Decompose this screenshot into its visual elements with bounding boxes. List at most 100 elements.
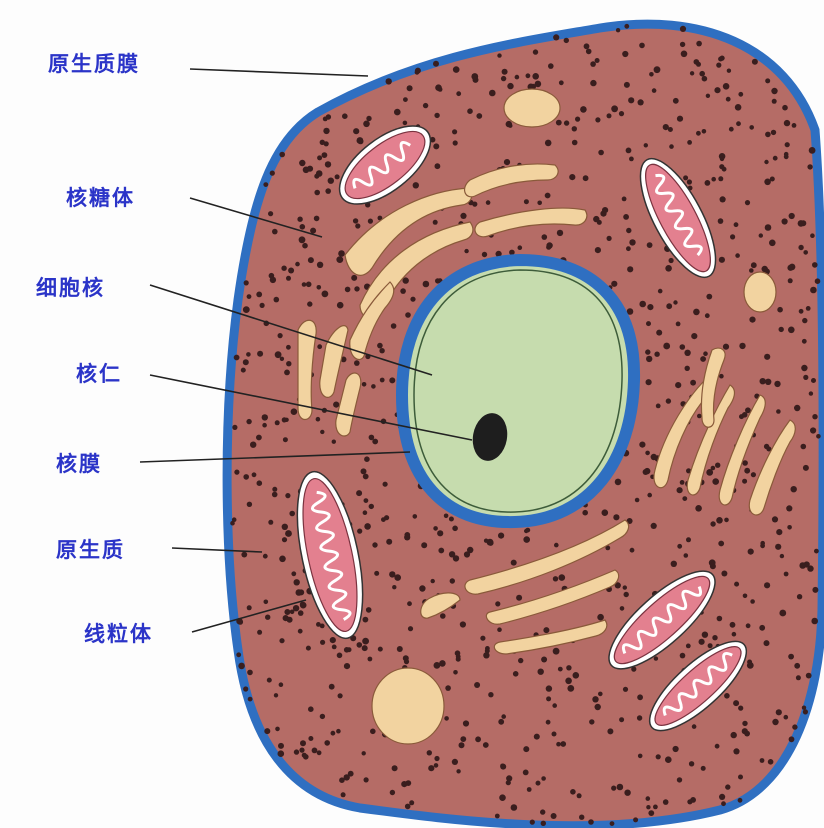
ribosome-dot xyxy=(353,218,358,223)
ribosome-dot xyxy=(616,28,620,32)
ribosome-dot xyxy=(303,167,310,174)
ribosome-dot xyxy=(721,801,726,806)
ribosome-dot xyxy=(392,585,396,589)
ribosome-dot xyxy=(567,685,574,692)
ribosome-dot xyxy=(746,623,751,628)
ribosome-dot xyxy=(786,505,792,511)
ribosome-dot xyxy=(735,253,740,258)
ribosome-dot xyxy=(598,150,604,156)
ribosome-dot xyxy=(257,630,262,635)
ribosome-dot xyxy=(610,821,615,826)
ribosome-dot xyxy=(475,736,481,742)
ribosome-dot xyxy=(624,790,630,796)
ribosome-dot xyxy=(455,650,461,656)
ribosome-dot xyxy=(686,537,691,542)
ribosome-dot xyxy=(626,228,631,233)
ribosome-dot xyxy=(648,810,654,816)
ribosome-dot xyxy=(238,619,244,625)
ribosome-dot xyxy=(624,592,629,597)
label-nuclear-envelope: 核膜 xyxy=(56,448,102,478)
ribosome-dot xyxy=(700,356,706,362)
ribosome-dot xyxy=(658,289,663,294)
ribosome-dot xyxy=(232,517,237,522)
ribosome-dot xyxy=(299,160,305,166)
ribosome-dot xyxy=(260,303,265,308)
ribosome-dot xyxy=(452,759,458,765)
ribosome-dot xyxy=(774,381,780,387)
ribosome-dot xyxy=(711,466,716,471)
ribosome-dot xyxy=(683,175,688,180)
ribosome-dot xyxy=(523,746,529,752)
ribosome-dot xyxy=(241,552,247,558)
ribosome-dot xyxy=(338,250,345,257)
ribosome-dot xyxy=(410,297,415,302)
ribosome-dot xyxy=(602,509,609,516)
ribosome-dot xyxy=(812,587,818,593)
ribosome-dot xyxy=(629,239,635,245)
ribosome-dot xyxy=(302,243,308,249)
ribosome-dot xyxy=(438,548,444,554)
ribosome-dot xyxy=(485,648,490,653)
ribosome-dot xyxy=(715,463,720,468)
ribosome-dot xyxy=(637,715,642,720)
ribosome-dot xyxy=(646,321,651,326)
ribosome-dot xyxy=(316,417,321,422)
ribosome-dot xyxy=(726,97,731,102)
ribosome-dot xyxy=(323,128,329,134)
ribosome-dot xyxy=(776,409,781,414)
ribosome-dot xyxy=(532,73,539,80)
ribosome-dot xyxy=(523,770,529,776)
ribosome-dot xyxy=(797,594,802,599)
ribosome-dot xyxy=(623,687,628,692)
ribosome-dot xyxy=(415,68,421,74)
ribosome-dot xyxy=(278,333,283,338)
ribosome-dot xyxy=(363,510,368,515)
ribosome-dot xyxy=(711,177,716,182)
ribosome-dot xyxy=(671,561,677,567)
ribosome-dot xyxy=(364,456,370,462)
ribosome-dot xyxy=(595,247,601,253)
ribosome-dot xyxy=(247,670,253,676)
ribosome-dot xyxy=(724,518,729,523)
ribosome-dot xyxy=(590,61,596,67)
ribosome-dot xyxy=(450,578,455,583)
ribosome-dot xyxy=(629,157,634,162)
ribosome-dot xyxy=(692,724,697,729)
ribosome-dot xyxy=(552,732,557,737)
ribosome-dot xyxy=(803,375,808,380)
ribosome-dot xyxy=(607,728,613,734)
ribosome-dot xyxy=(433,526,438,531)
ribosome-dot xyxy=(551,813,557,819)
ribosome-dot xyxy=(369,504,374,509)
ribosome-dot xyxy=(312,748,318,754)
ribosome-dot xyxy=(751,472,756,477)
ribosome-dot xyxy=(656,330,662,336)
ribosome-dot xyxy=(543,627,549,633)
ribosome-dot xyxy=(622,197,627,202)
ribosome-dot xyxy=(480,636,485,641)
ribosome-dot xyxy=(306,282,312,288)
ribosome-dot xyxy=(771,88,777,94)
ribosome-dot xyxy=(607,236,612,241)
ribosome-dot xyxy=(536,781,541,786)
ribosome-dot xyxy=(453,66,460,73)
ribosome-dot xyxy=(368,657,373,662)
ribosome-dot xyxy=(779,327,784,332)
ribosome-dot xyxy=(497,53,501,57)
ribosome-dot xyxy=(764,354,770,360)
ribosome-dot xyxy=(325,188,331,194)
ribosome-dot xyxy=(232,425,237,430)
ribosome-dot xyxy=(362,638,369,645)
ribosome-dot xyxy=(647,304,653,310)
ribosome-dot xyxy=(735,104,742,111)
ribosome-dot xyxy=(285,530,292,537)
ribosome-dot xyxy=(374,571,379,576)
ribosome-dot xyxy=(597,614,604,621)
ribosome-dot xyxy=(518,245,523,250)
ribosome-dot xyxy=(665,756,672,763)
ribosome-dot xyxy=(803,709,808,714)
ribosome-dot xyxy=(663,124,669,130)
ribosome-dot xyxy=(669,258,674,263)
ribosome-dot xyxy=(656,404,661,409)
